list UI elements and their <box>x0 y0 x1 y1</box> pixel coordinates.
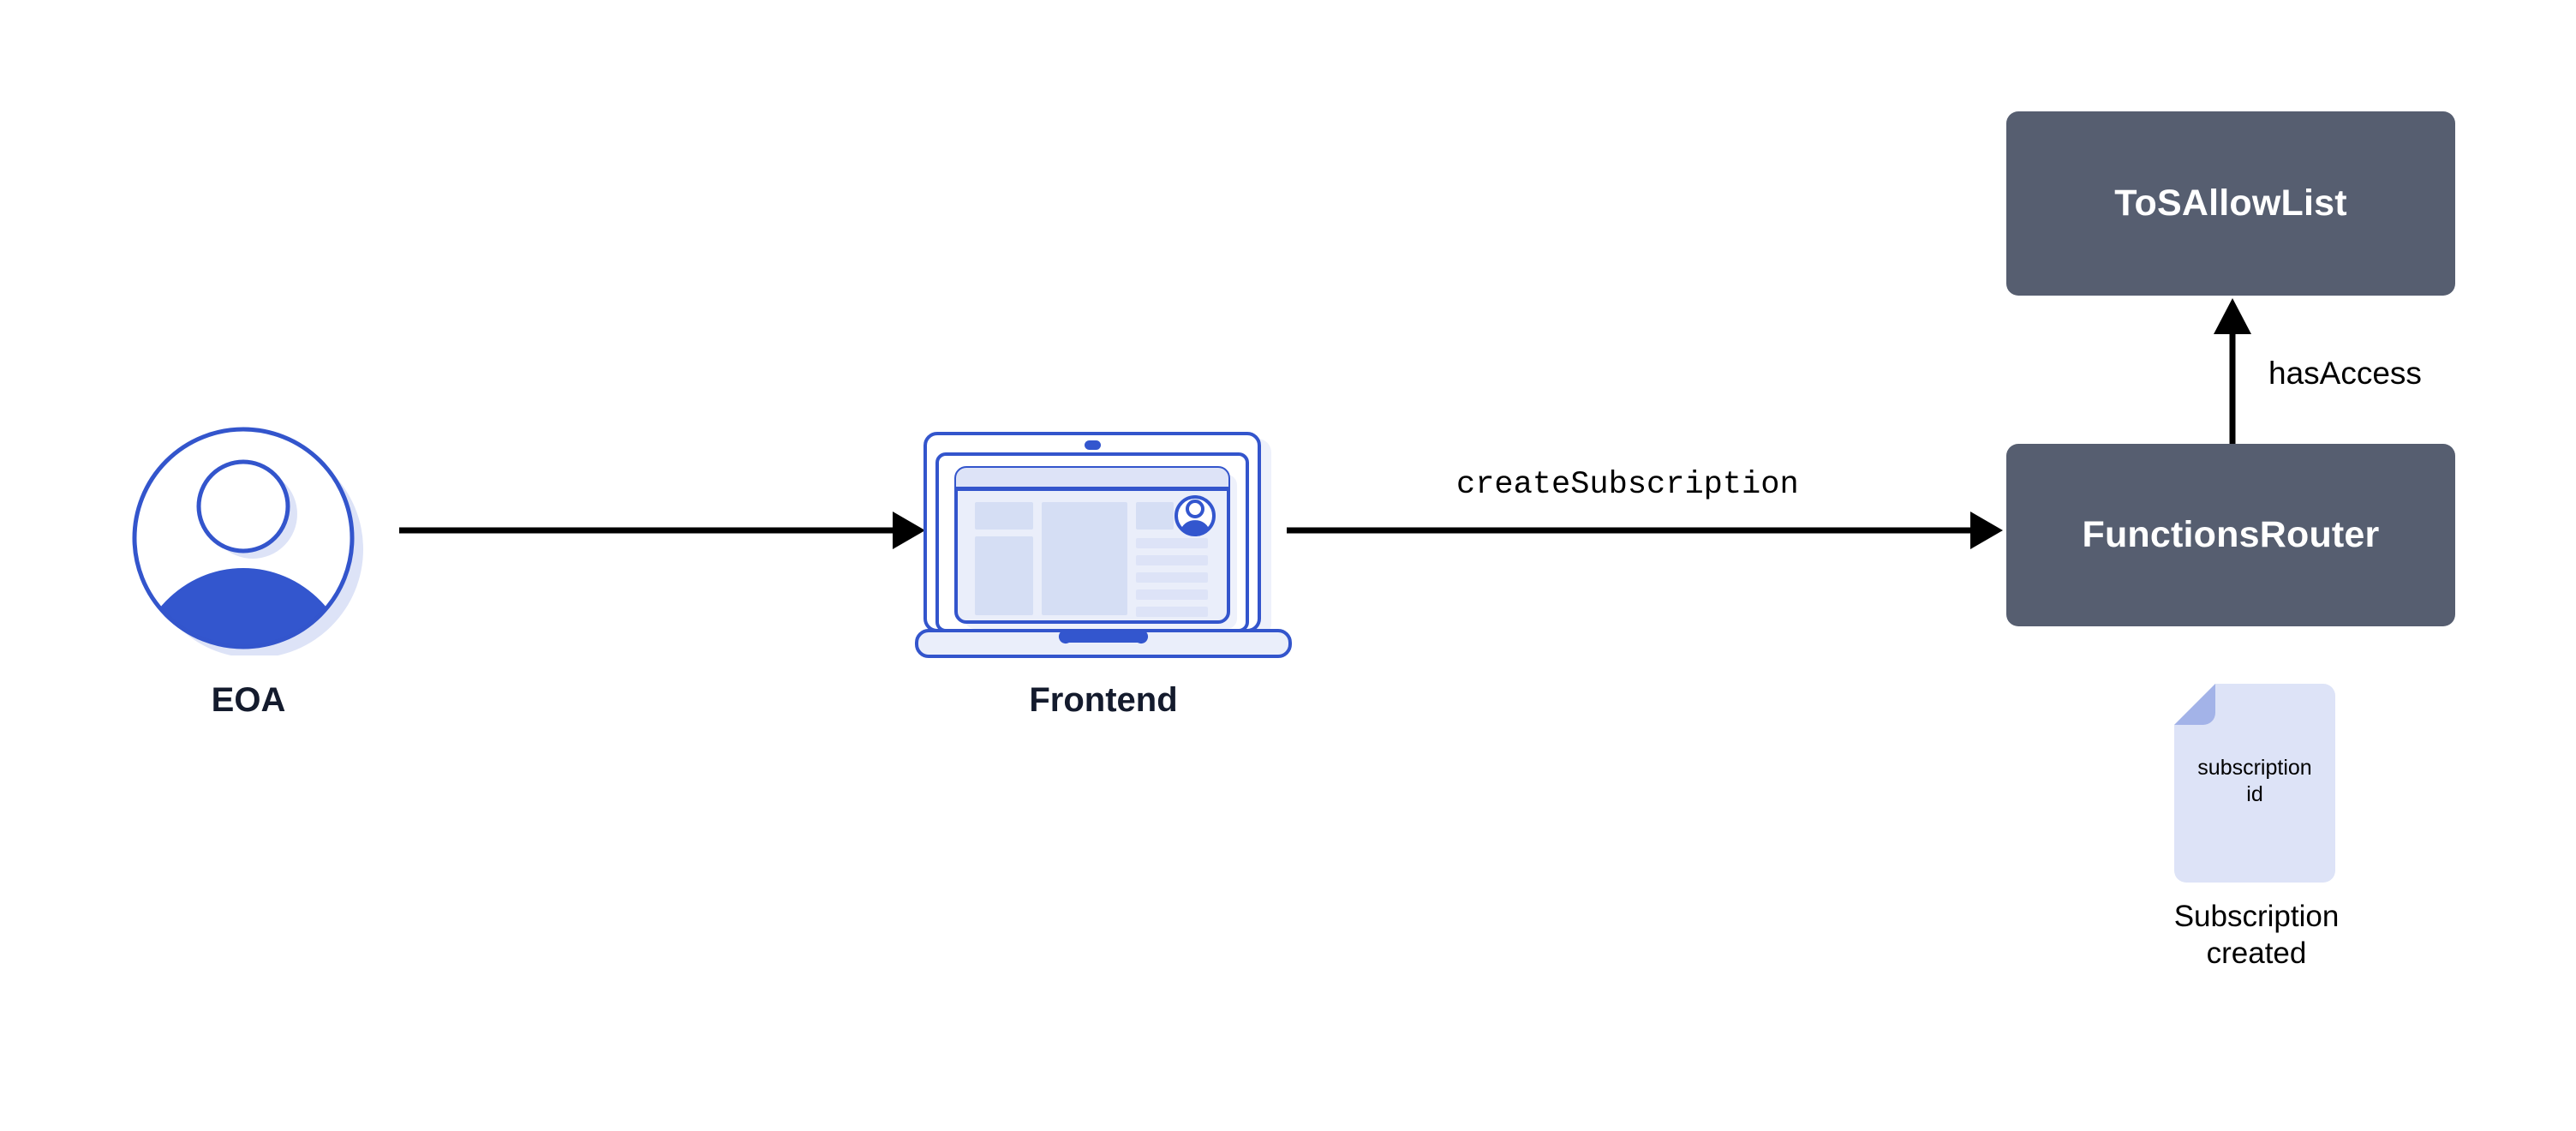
arrow-eoa-to-frontend <box>399 512 925 549</box>
arrow-frontend-to-router <box>1287 512 2003 549</box>
functions-router-label: FunctionsRouter <box>2082 514 2380 555</box>
doc-text-line-1: subscription <box>2197 756 2311 780</box>
edge-label-create-subscription: createSubscription <box>1456 467 1799 503</box>
document-icon: subscription id <box>2174 684 2335 883</box>
arrow-router-to-toslist <box>2214 298 2251 446</box>
doc-text-line-2: id <box>2246 782 2262 806</box>
doc-caption-line-1: Subscription <box>2173 900 2340 933</box>
eoa-node[interactable] <box>122 424 370 658</box>
doc-caption-line-2: created <box>2206 937 2307 971</box>
subscription-doc-node[interactable]: subscription id <box>2174 684 2339 883</box>
screen-avatar-icon <box>1174 495 1216 536</box>
frontend-label: Frontend <box>1029 681 1178 719</box>
edge-label-has-access: hasAccess <box>2268 356 2422 391</box>
node-functions-router[interactable]: FunctionsRouter <box>2006 444 2455 626</box>
eoa-label: EOA <box>211 681 286 719</box>
subscription-doc-caption: Subscription created <box>2085 898 2428 972</box>
node-tos-allow-list[interactable]: ToSAllowList <box>2006 111 2455 296</box>
laptop-icon <box>915 432 1292 658</box>
user-avatar-icon <box>132 427 363 658</box>
frontend-node[interactable] <box>915 427 1292 662</box>
tos-allow-list-label: ToSAllowList <box>2114 183 2347 224</box>
